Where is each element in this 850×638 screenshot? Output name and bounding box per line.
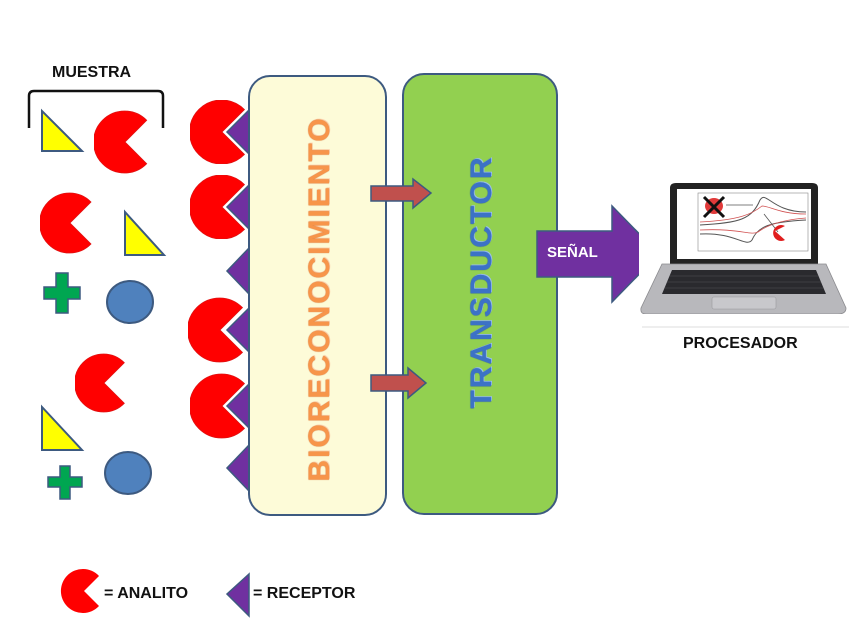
sample-triangle-1 bbox=[41, 108, 85, 152]
signal-arrow-icon bbox=[536, 204, 661, 304]
sample-triangle-2 bbox=[124, 209, 167, 256]
legend-receptor-icon bbox=[225, 572, 250, 618]
stage-arrow-bottom-icon bbox=[370, 366, 428, 400]
sample-circle-2 bbox=[104, 451, 152, 495]
legend-receptor-text: = RECEPTOR bbox=[253, 585, 356, 602]
biorecognition-box: BIORECONOCIMIENTO bbox=[248, 75, 387, 516]
sample-triangle-3 bbox=[41, 404, 85, 451]
transducer-box: TRANSDUCTOR bbox=[402, 73, 558, 515]
sample-items bbox=[40, 108, 167, 500]
voltammogram-plot bbox=[697, 192, 809, 252]
sample-label: MUESTRA bbox=[52, 64, 132, 81]
sample-cross-2 bbox=[47, 465, 83, 500]
laptop-icon bbox=[639, 183, 850, 328]
sample-circle-1 bbox=[106, 280, 154, 324]
sample-cross-1 bbox=[43, 272, 81, 314]
processor-label: PROCESADOR bbox=[683, 335, 798, 352]
signal-label: SEÑAL bbox=[547, 244, 598, 261]
sample-bracket bbox=[27, 89, 165, 128]
legend-analyte-icon bbox=[60, 569, 99, 613]
legend-analyte-text: = ANALITO bbox=[104, 585, 189, 602]
stage-arrow-top-icon bbox=[370, 177, 433, 210]
